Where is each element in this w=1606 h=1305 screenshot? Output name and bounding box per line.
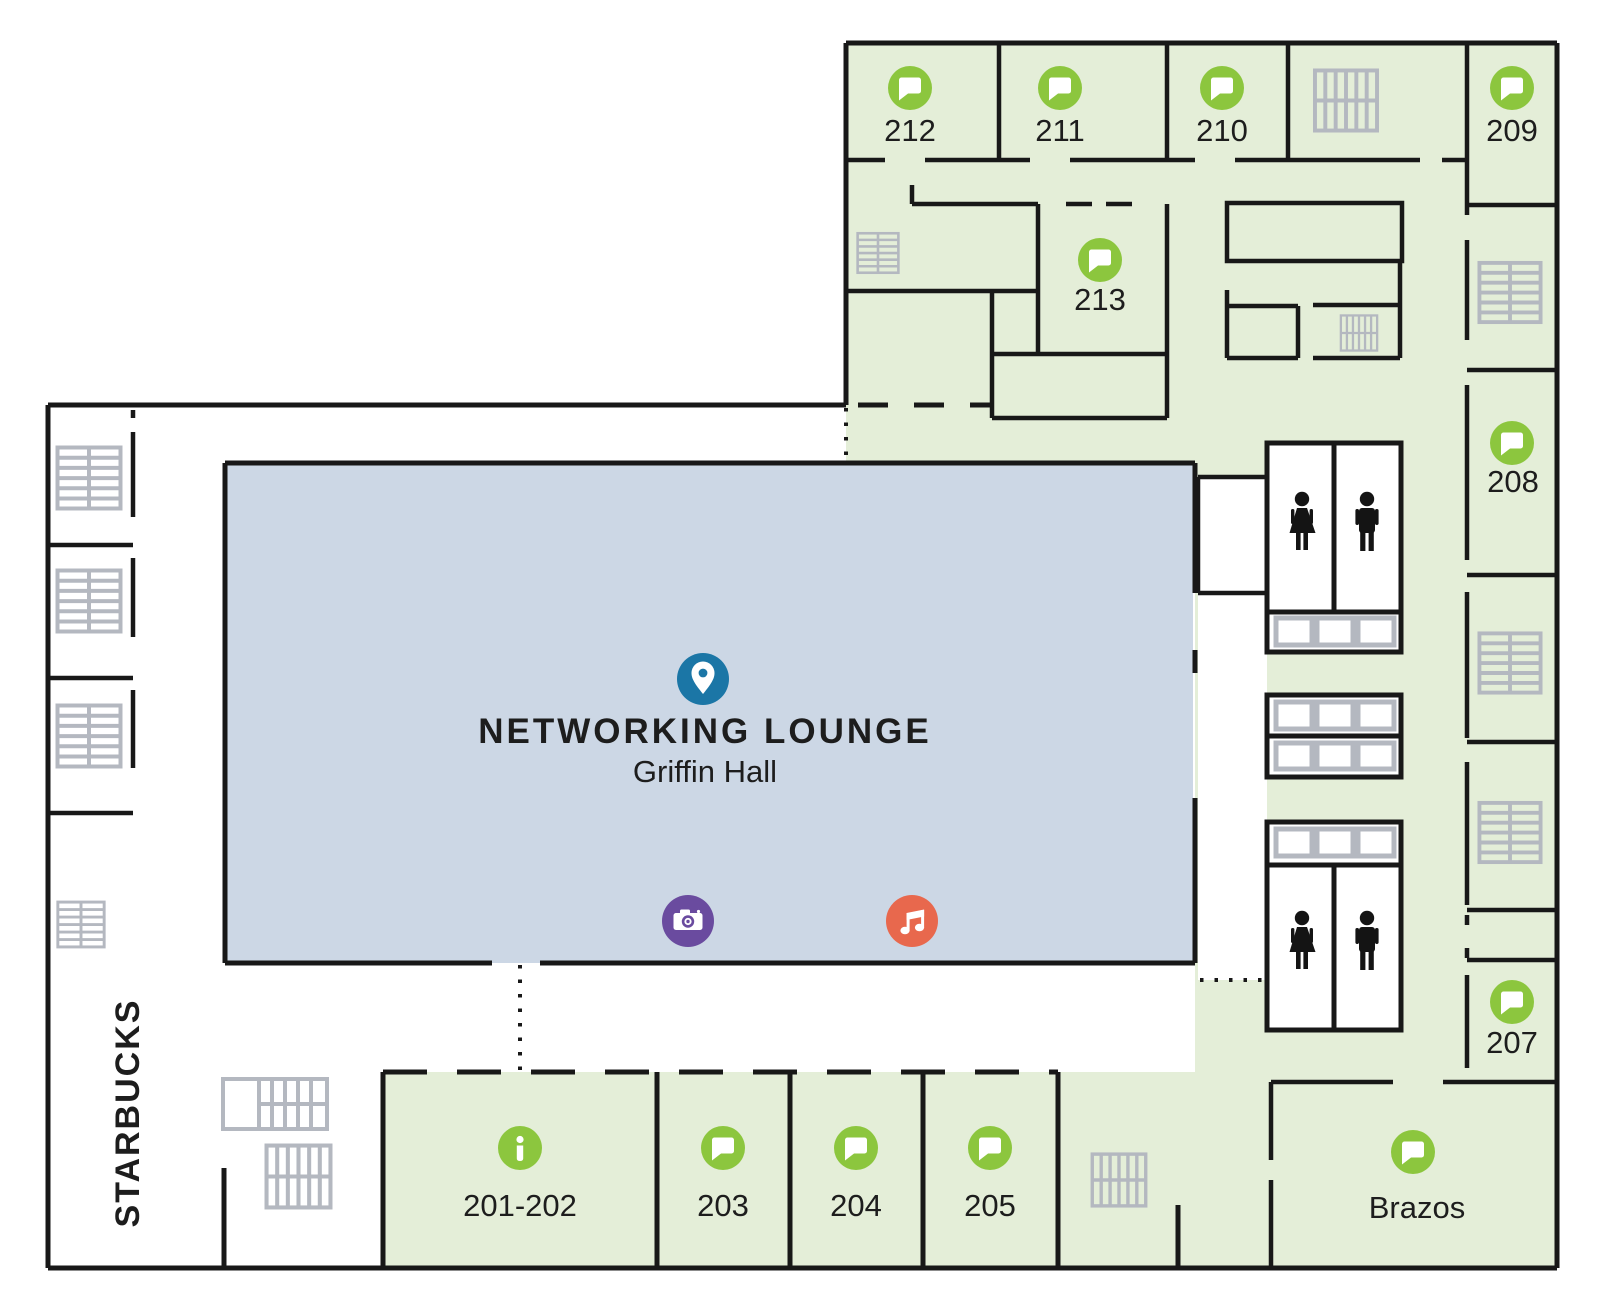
room-label-brazos: Brazos [1369,1190,1465,1225]
stairs-icon [1092,1154,1145,1206]
stairs-icon [1477,260,1543,325]
stairs-icon [1477,800,1543,865]
room-marker-210[interactable] [1200,66,1244,110]
room-marker-211[interactable] [1038,66,1082,110]
camera-icon[interactable] [662,895,714,947]
room-marker-203[interactable] [701,1126,745,1170]
stairs-icon [55,568,123,634]
stairs-icon [55,445,123,511]
elevator-icon [1273,740,1315,772]
stairs-and-escalators [55,70,1543,1208]
room-label-201-202: 201-202 [463,1188,577,1223]
elevator-icon [1273,699,1315,732]
room-label-210: 210 [1196,113,1248,148]
stairs-icon [858,233,899,272]
corridor [1198,477,1267,980]
room-label-207: 207 [1486,1025,1538,1060]
room-label-204: 204 [830,1188,882,1223]
elevator-icon [1314,740,1356,772]
room-marker-212[interactable] [888,66,932,110]
escalator-icon [221,1077,329,1131]
room-label-205: 205 [964,1188,1016,1223]
room-label-212: 212 [884,113,936,148]
room-label-213: 213 [1074,282,1126,317]
room-marker-brazos[interactable] [1391,1130,1435,1174]
walls [45,40,1560,1271]
stairs-icon [1338,314,1380,352]
room-label-208: 208 [1487,464,1539,499]
elevator-bank [1264,692,1404,780]
room-marker-201-202[interactable] [498,1126,542,1170]
room-marker-207[interactable] [1490,980,1534,1024]
starbucks-label: STARBUCKS [109,999,147,1228]
stairs-icon [1477,631,1543,695]
elevator-icon [1355,740,1397,772]
lounge-subtitle: Griffin Hall [633,754,777,789]
room-label-203: 203 [697,1188,749,1223]
room-label-211: 211 [1035,113,1084,148]
location-pin-icon[interactable] [677,653,729,705]
room-marker-208[interactable] [1490,421,1534,465]
elevator-icon [1355,699,1397,732]
stairs-icon [55,703,123,769]
stairs-icon [58,902,104,947]
room-labels: 212 211 210 209 213 208 207 201-202 203 … [463,113,1539,1225]
restrooms-lower [1264,819,1404,1033]
elevator-icon [1314,699,1356,732]
room-marker-204[interactable] [834,1126,878,1170]
stairs-icon [1315,70,1377,130]
room-marker-213[interactable] [1078,238,1122,282]
room-marker-205[interactable] [968,1126,1012,1170]
room-marker-209[interactable] [1490,66,1534,110]
networking-lounge-area [225,465,1193,963]
lounge-title: NETWORKING LOUNGE [478,712,931,751]
room-label-209: 209 [1486,113,1538,148]
restrooms-upper [1264,440,1404,655]
escalator-icon [267,1146,331,1208]
music-note-icon[interactable] [886,895,938,947]
